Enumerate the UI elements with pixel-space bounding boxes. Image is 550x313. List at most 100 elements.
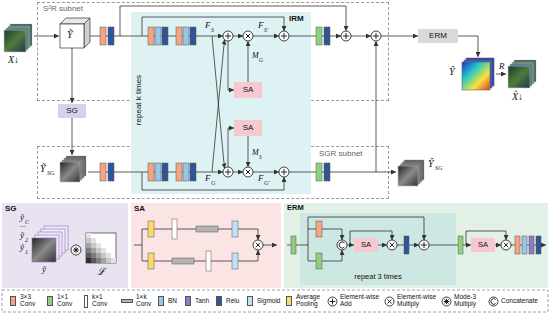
guidance-image (398, 166, 418, 186)
wire (511, 245, 546, 246)
legend-symbol (327, 296, 338, 307)
module-region: IRMrepeat k timesSASA (131, 12, 311, 194)
operator-stroke (346, 33, 347, 39)
slice-stack (41, 229, 65, 253)
operator-circle (279, 167, 289, 177)
wire (142, 250, 258, 261)
legend-item: 1×1 Conv (47, 291, 83, 311)
attention-box: SA (234, 120, 262, 136)
operator-stroke (390, 243, 394, 247)
attention-box: SA (471, 238, 495, 252)
matrix-cell (111, 258, 116, 263)
matrix-cell (106, 253, 111, 258)
add-operator (223, 31, 233, 41)
operator-stroke (421, 245, 427, 246)
math-symbol: S′ (264, 27, 268, 34)
matrix-cell (106, 258, 111, 263)
operator-circle (279, 31, 289, 41)
wire (429, 245, 471, 246)
operator-circle (489, 297, 498, 306)
slice-stack (35, 235, 59, 259)
operator-stroke (225, 36, 231, 37)
hyperspectral-image (512, 62, 534, 84)
reconstructed-image (466, 58, 494, 86)
legend-swatch (10, 296, 16, 306)
wire (466, 231, 506, 245)
tensor-cube (60, 18, 90, 24)
slice-stack (44, 226, 68, 250)
legend-text: Concatenate (501, 298, 541, 305)
legend-text: Relu (226, 298, 245, 305)
wire (228, 128, 234, 167)
mul-operator (501, 240, 511, 250)
legend-item: Element-wise Add (327, 291, 383, 311)
math-symbol: G (259, 57, 263, 63)
node-title: SA (243, 86, 254, 95)
reconstructed-image (464, 60, 492, 88)
legend-swatch (286, 296, 292, 306)
math-symbol: ỹ (20, 243, 24, 253)
math-symbol: F (205, 174, 211, 184)
wire (351, 36, 371, 37)
math-symbol: S (211, 27, 214, 34)
wire (253, 172, 279, 173)
operator-stroke (343, 36, 349, 37)
layer-block (404, 236, 409, 254)
matrix-cell (86, 233, 91, 238)
guidance-image (66, 156, 86, 176)
module-box: ERM (418, 29, 458, 43)
layer-block (172, 219, 177, 239)
layer-block (232, 221, 238, 237)
matrix-cell (91, 248, 96, 253)
math-symbol: Ŷ (449, 66, 455, 77)
wire (88, 172, 223, 173)
layer-block (183, 163, 189, 181)
layer-block (108, 27, 114, 45)
operator-circle (223, 167, 233, 177)
layer-block (196, 226, 218, 232)
wire (142, 229, 258, 240)
legend-swatch (247, 296, 253, 306)
layer-block (291, 236, 296, 254)
layer-block (162, 163, 168, 181)
node-title: SA (478, 241, 488, 249)
legend-item: Sigmoid (247, 291, 285, 311)
wire (289, 172, 396, 173)
legend-item: Relu (216, 291, 246, 311)
operator-circle (385, 297, 394, 306)
operator-circle (223, 31, 233, 41)
hyperspectral-image (6, 28, 28, 50)
operator-stroke (491, 298, 496, 304)
math-symbol: S (259, 154, 262, 160)
wire (134, 245, 142, 246)
slice-stack (32, 238, 56, 262)
layer-block (324, 163, 330, 181)
operator-circle (253, 240, 263, 250)
operator-stroke (284, 169, 285, 175)
legend-swatch (158, 296, 164, 306)
guidance-image (64, 158, 84, 178)
operator-circle (71, 245, 81, 255)
node-title: SG (66, 107, 78, 116)
legend-item: BN (158, 291, 184, 311)
math-symbol: G (211, 180, 215, 187)
wire (72, 118, 73, 155)
math-symbol: R (499, 62, 505, 72)
legend-text: 1×1 Conv (57, 294, 82, 308)
legend-symbol (441, 296, 452, 307)
add-operator (341, 31, 351, 41)
wire (350, 231, 392, 245)
legend-text: Tanh (195, 298, 214, 305)
tensor-cube (60, 24, 84, 48)
operator-stroke (504, 243, 508, 247)
node-title: SGR subnet (319, 150, 363, 159)
mode3-operator (442, 297, 451, 306)
legend-symbol (488, 296, 499, 307)
matrix-cell (96, 248, 101, 253)
wire (248, 41, 249, 82)
operator-circle (243, 167, 253, 177)
legend-swatch (185, 296, 191, 306)
legend-item: 1×k Conv (121, 291, 157, 311)
math-symbol: F (205, 21, 211, 31)
hyperspectral-image (10, 24, 32, 46)
